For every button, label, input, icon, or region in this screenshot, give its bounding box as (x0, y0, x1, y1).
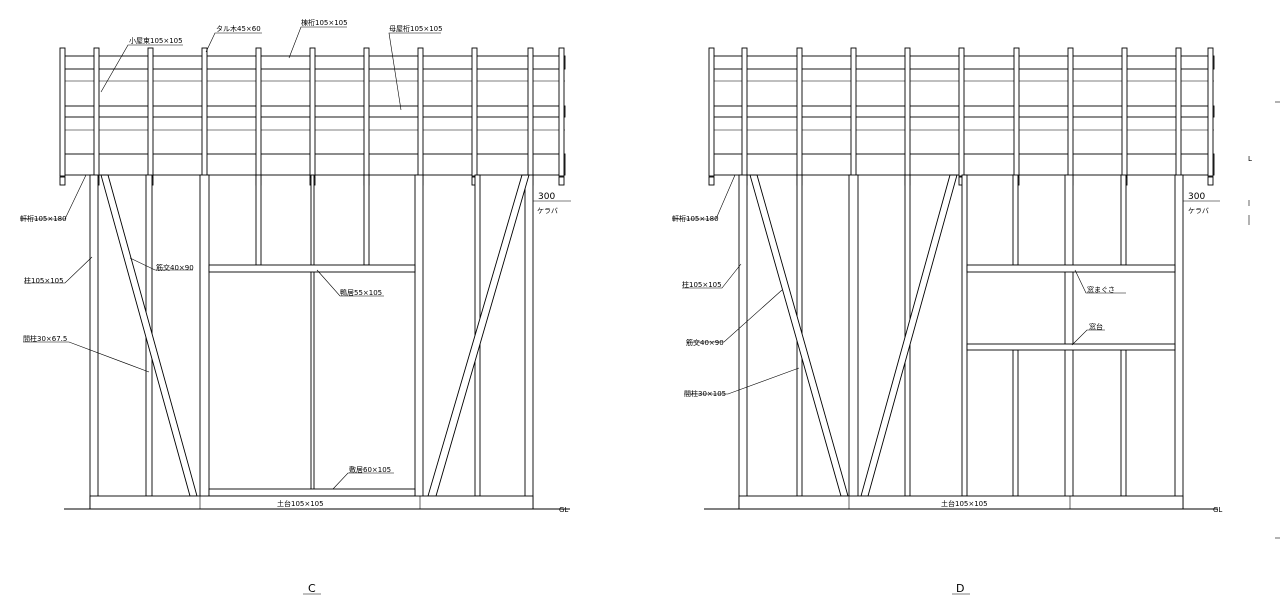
label-sujikai-d: 筋交40×90 (686, 338, 724, 347)
rafter (363, 47, 370, 177)
label-mabashira: 間柱30×67.5 (23, 334, 67, 343)
elevation-title-c: C (308, 582, 316, 595)
rafter-end (59, 176, 66, 186)
rafter (850, 47, 857, 177)
label-overhang-d: ケラバ (1188, 207, 1209, 215)
label-taruki: タル木45×60 (216, 24, 261, 33)
wall-frame-d (704, 174, 1218, 510)
label-gl-d: GL (1213, 506, 1222, 514)
label-koyatsuka: 小屋束105×105 (129, 36, 183, 45)
roof-frame-c (59, 47, 566, 186)
rafter-end (558, 176, 565, 186)
label-overhang: ケラバ (537, 207, 558, 215)
label-madomaguchi: 窓まぐさ (1087, 285, 1115, 294)
wall-frame-c (64, 174, 570, 510)
label-overhang-value-d: 300 (1188, 192, 1205, 202)
label-shikii: 敷居60×105 (349, 465, 391, 474)
rafter (59, 47, 66, 177)
label-nokigeta-d: 軒桁105×180 (672, 214, 719, 223)
rafter (255, 47, 262, 177)
leaders-d (672, 174, 1220, 395)
rafter (958, 47, 965, 177)
rafter (417, 47, 424, 177)
rafter (708, 47, 715, 177)
elevation-title-d: D (956, 582, 964, 595)
label-mabashira-d: 間柱30×105 (684, 389, 726, 398)
roof-frame-d (708, 47, 1215, 186)
elevation-d: 軒桁105×180 柱105×105 筋交40×90 間柱30×105 窓まぐさ… (672, 47, 1222, 595)
elevation-c: 小屋束105×105 タル木45×60 棟桁105×105 母屋桁105×105… (20, 18, 571, 595)
label-munagi: 棟桁105×105 (301, 18, 348, 27)
rafter (527, 47, 534, 177)
rafter (904, 47, 911, 177)
rafter (1067, 47, 1074, 177)
rafter (558, 47, 565, 177)
rafter (93, 47, 100, 177)
label-kamoi: 鴨居55×105 (340, 288, 382, 297)
rafter (471, 47, 478, 177)
labels-d: 軒桁105×180 柱105×105 筋交40×90 間柱30×105 窓まぐさ… (672, 192, 1222, 595)
label-overhang-value: 300 (538, 192, 555, 202)
rafter (796, 47, 803, 177)
label-nokigeta: 軒桁105×180 (20, 214, 67, 223)
label-sujikai: 筋交40×90 (156, 263, 194, 272)
rafter (1175, 47, 1182, 177)
rafter (201, 47, 208, 177)
rafter (1121, 47, 1128, 177)
leaders-c (20, 26, 571, 490)
labels-c: 小屋束105×105 タル木45×60 棟桁105×105 母屋桁105×105… (20, 18, 568, 595)
rafter (741, 47, 748, 177)
label-dodai: 土台105×105 (277, 499, 324, 508)
label-dodai-d: 土台105×105 (941, 499, 988, 508)
label-madodai: 窓台 (1089, 322, 1103, 331)
edge-marks: L (1248, 101, 1280, 539)
rafter (147, 47, 154, 177)
rafter-end (1207, 176, 1214, 186)
label-moyageta: 母屋桁105×105 (389, 24, 443, 33)
rafter (1207, 47, 1214, 177)
label-hashira: 柱105×105 (24, 276, 64, 285)
label-hashira-d: 柱105×105 (682, 280, 722, 289)
edge-mark-l: L (1248, 155, 1252, 163)
label-gl: GL (559, 506, 568, 514)
rafter (1013, 47, 1020, 177)
rafter-end (708, 176, 715, 186)
rafter (309, 47, 316, 177)
